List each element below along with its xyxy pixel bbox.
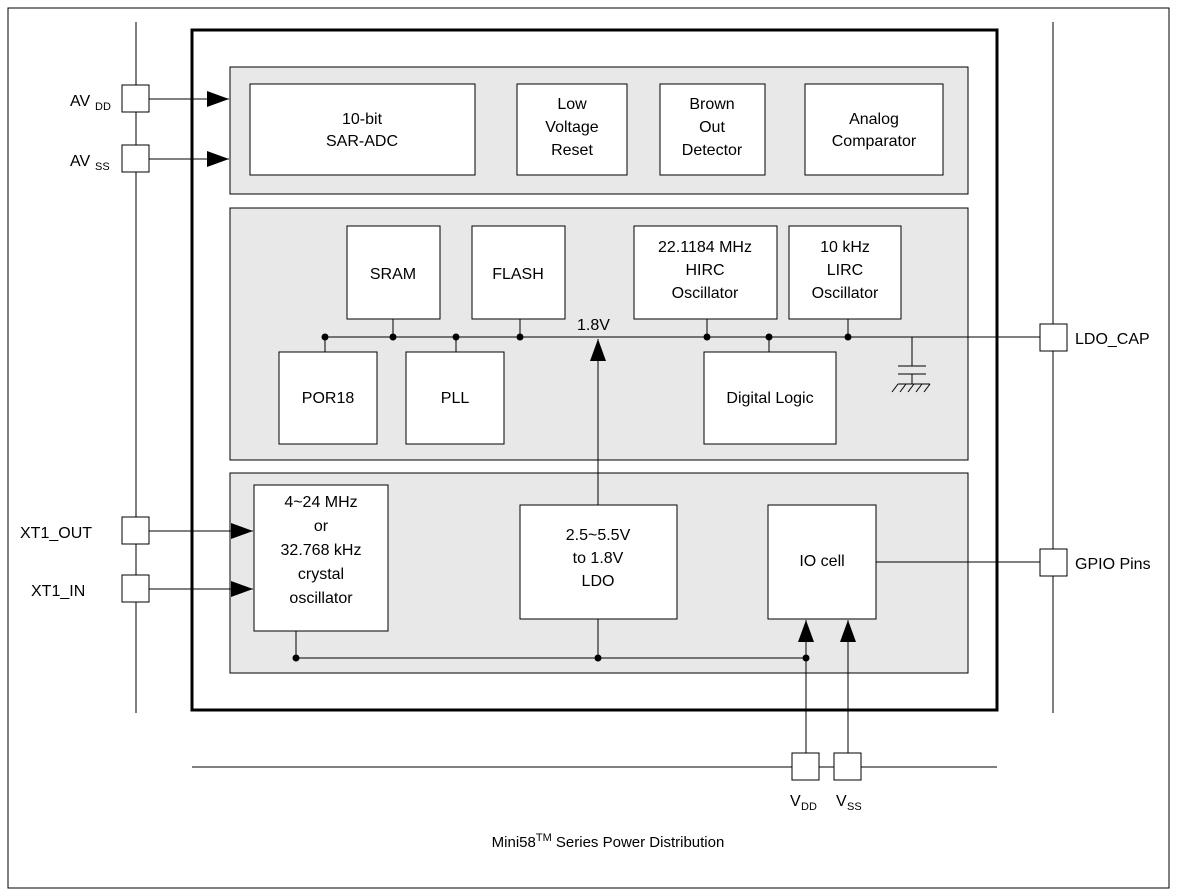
hirc-line-3: Oscillator — [672, 285, 739, 302]
sram-block: SRAM — [346, 225, 441, 320]
crystal-oscillator-block: 4~24 MHz or 32.768 kHz crystal oscillato… — [253, 484, 389, 632]
pll-block: PLL — [405, 351, 505, 445]
vdd-pin: V DD — [790, 752, 820, 813]
ldo-line-1: 2.5~5.5V — [566, 527, 631, 544]
xtal-line-1: 4~24 MHz — [284, 494, 357, 511]
caption-rest: Series Power Distribution — [552, 834, 725, 851]
sar-adc-line-1: 10-bit — [342, 111, 383, 128]
avss-pin-sub: SS — [95, 161, 110, 173]
flash-block: FLASH — [471, 225, 566, 320]
bod-line-2: Out — [699, 119, 725, 136]
vss-pin-sub: SS — [847, 801, 862, 813]
ldo-cap-pin: LDO_CAP — [1039, 323, 1150, 352]
sar-adc-line-2: SAR-ADC — [326, 133, 398, 150]
hirc-line-2: HIRC — [685, 262, 724, 279]
acmp-line-1: Analog — [849, 111, 899, 128]
por18-label: POR18 — [302, 390, 355, 407]
ldo-line-3: LDO — [582, 573, 615, 590]
io-cell-label: IO cell — [799, 553, 844, 570]
gpio-pin-label: GPIO Pins — [1075, 556, 1151, 573]
io-cell-block: IO cell — [767, 504, 877, 620]
xtal-line-4: crystal — [298, 566, 344, 583]
avss-pin: AV SS — [70, 144, 150, 173]
vss-pin-main: V — [836, 793, 847, 810]
vdd-pin-main: V — [790, 793, 801, 810]
caption-superscript: TM — [536, 832, 552, 844]
ldo-line-2: to 1.8V — [573, 550, 624, 567]
lirc-line-3: Oscillator — [812, 285, 879, 302]
xtal-line-2: or — [314, 518, 329, 535]
lvr-line-1: Low — [557, 96, 587, 113]
hirc-oscillator-block: 22.1184 MHz HIRC Oscillator — [633, 225, 778, 320]
sram-label: SRAM — [370, 266, 416, 283]
diagram-caption: Mini58TM Series Power Distribution — [492, 832, 725, 851]
vss-pin: V SS — [833, 752, 862, 813]
vdd-pin-sub: DD — [801, 801, 817, 813]
ldo-block: 2.5~5.5V to 1.8V LDO — [519, 504, 678, 620]
avss-pin-main: AV — [70, 153, 90, 170]
capacitor-icon — [891, 337, 931, 393]
brown-out-detector-block: Brown Out Detector — [659, 83, 766, 176]
rail-voltage-label: 1.8V — [577, 317, 610, 334]
bod-line-3: Detector — [682, 142, 743, 159]
avdd-pin: AV DD — [70, 84, 150, 113]
io-domain-bus — [295, 619, 806, 659]
digital-logic-label: Digital Logic — [726, 390, 813, 407]
core-rail-junctions — [321, 333, 852, 341]
analog-comparator-block: Analog Comparator — [804, 83, 944, 176]
lvr-line-2: Voltage — [545, 119, 598, 136]
caption-main: Mini58 — [492, 834, 536, 851]
gpio-pin: GPIO Pins — [1039, 548, 1151, 577]
xt1-out-pin: XT1_OUT — [20, 516, 150, 545]
avdd-pin-main: AV — [70, 93, 90, 110]
sar-adc-block: 10-bit SAR-ADC — [249, 83, 476, 176]
lirc-line-2: LIRC — [827, 262, 863, 279]
ldo-cap-pin-label: LDO_CAP — [1075, 331, 1150, 348]
hirc-line-1: 22.1184 MHz — [658, 239, 752, 256]
xtal-line-3: 32.768 kHz — [281, 542, 362, 559]
avdd-pin-sub: DD — [95, 101, 111, 113]
por18-block: POR18 — [278, 351, 378, 445]
low-voltage-reset-block: Low Voltage Reset — [516, 83, 628, 176]
bod-line-1: Brown — [689, 96, 734, 113]
xt1-in-pin-label: XT1_IN — [31, 583, 85, 600]
page-frame — [7, 7, 1170, 889]
xt1-out-pin-label: XT1_OUT — [20, 525, 92, 542]
acmp-line-2: Comparator — [832, 133, 917, 150]
lirc-line-1: 10 kHz — [820, 239, 870, 256]
pll-label: PLL — [441, 390, 470, 407]
digital-logic-block: Digital Logic — [703, 351, 837, 445]
xt1-in-pin: XT1_IN — [31, 574, 150, 603]
lirc-oscillator-block: 10 kHz LIRC Oscillator — [788, 225, 902, 320]
xtal-line-5: oscillator — [289, 590, 353, 607]
lvr-line-3: Reset — [551, 142, 593, 159]
flash-label: FLASH — [492, 266, 544, 283]
